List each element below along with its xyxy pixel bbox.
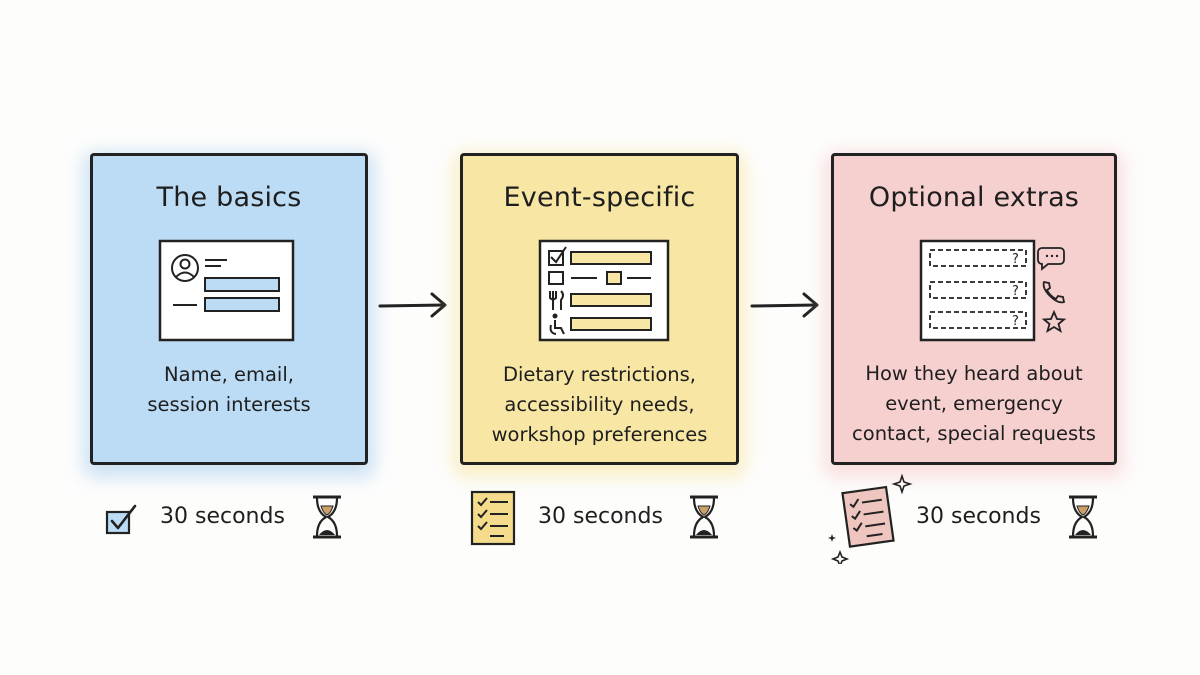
step-description: How they heard about event, emergency co… [852, 362, 1096, 445]
svg-text:?: ? [1012, 284, 1019, 299]
step-title: The basics [156, 182, 302, 213]
hourglass-icon [690, 495, 718, 539]
step-card-optional-extras: Optional extras ? ? ? How they heard abo… [831, 153, 1117, 465]
svg-text:?: ? [1012, 314, 1019, 329]
sparkle-checklist-icon [828, 473, 913, 564]
step-card-basics: The basics Name, email, session interest… [90, 153, 368, 465]
svg-text:?: ? [1012, 252, 1019, 267]
arrow-right-icon [750, 292, 819, 318]
step-footer-basics: 30 seconds [100, 490, 360, 546]
time-estimate: 30 seconds [916, 504, 1041, 529]
time-estimate: 30 seconds [160, 504, 285, 529]
arrow-right-icon [378, 292, 447, 318]
checkbox-checked-icon [105, 504, 137, 535]
step-description: Name, email, session interests [147, 363, 311, 416]
step-footer-event-specific: 30 seconds [465, 490, 735, 546]
step-card-event-specific: Event-specific Dietary restrictions, acc… [460, 153, 739, 465]
step-footer-optional-extras: 30 seconds [822, 472, 1112, 564]
time-estimate: 30 seconds [538, 504, 663, 529]
step-title: Optional extras [868, 182, 1080, 213]
checklist-icon [470, 490, 516, 546]
profile-form-icon [158, 239, 295, 342]
question-form-icon: ? ? ? [919, 239, 1067, 342]
hourglass-icon [1069, 495, 1097, 539]
step-description: Dietary restrictions, accessibility need… [491, 363, 708, 446]
step-title: Event-specific [503, 182, 696, 213]
checklist-form-icon [538, 239, 670, 342]
hourglass-icon [313, 495, 341, 539]
